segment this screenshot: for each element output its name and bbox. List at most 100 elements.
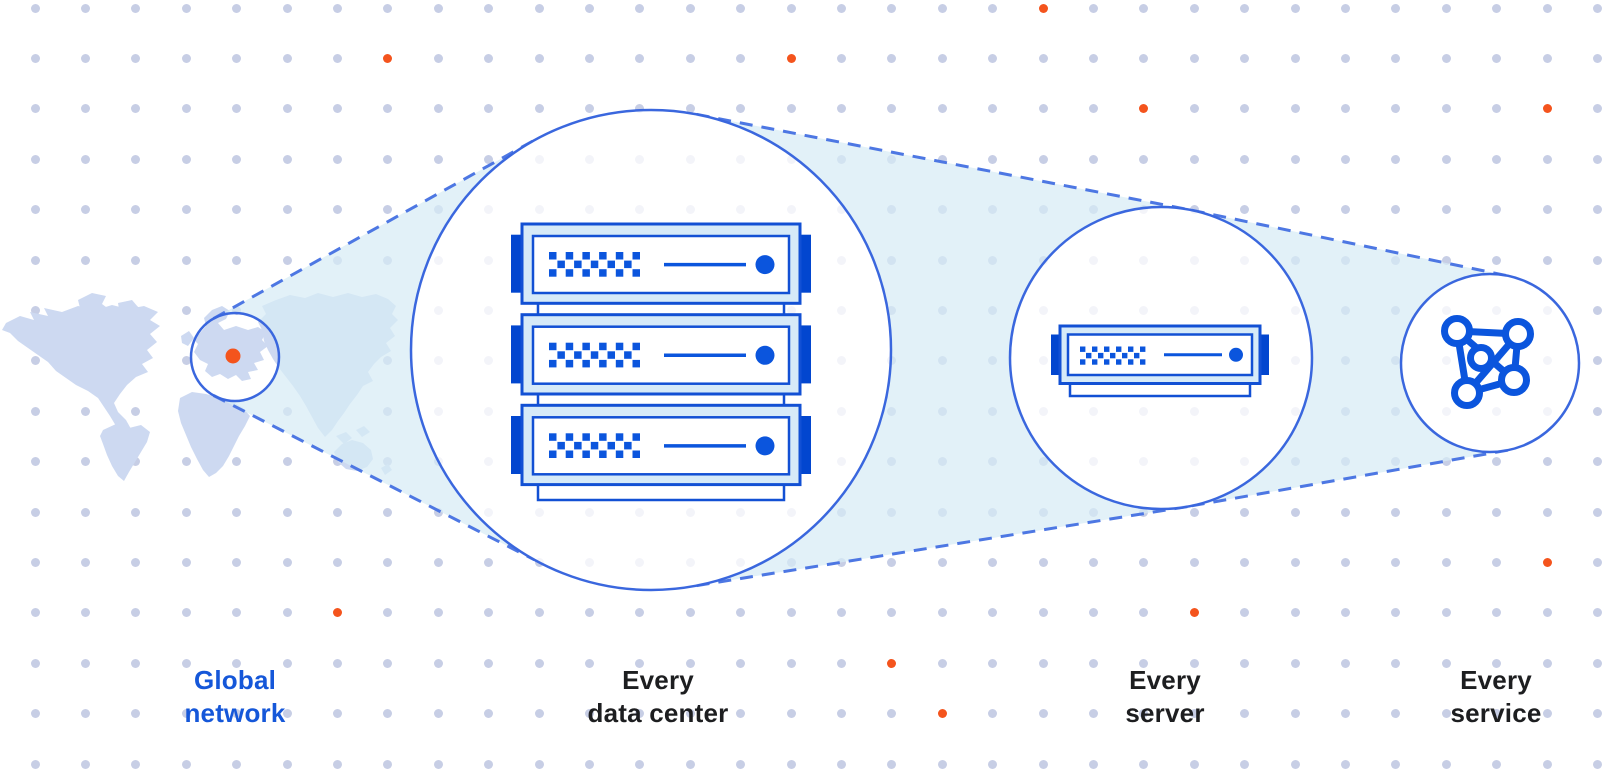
caption-every-service: Every service (1346, 664, 1620, 730)
grid-dot (1492, 658, 1502, 668)
server-led-square (1134, 352, 1140, 359)
server-faceplate (531, 416, 791, 476)
grid-dot (1290, 154, 1300, 164)
grid-dot (1340, 608, 1350, 618)
grid-dot (786, 608, 796, 618)
server-led-square (565, 450, 574, 458)
dashed-zoom-line (696, 112, 1190, 212)
grid-dot (534, 658, 544, 668)
grid-dot (736, 53, 746, 63)
server-led-square (582, 252, 590, 260)
grid-dot (433, 557, 443, 567)
grid-dot (1139, 154, 1149, 164)
grid-dot (80, 658, 90, 668)
grid-dot (1592, 406, 1602, 416)
server-led-square (549, 450, 557, 458)
server-power-dot (755, 345, 775, 365)
grid-dot (1139, 608, 1149, 618)
grid-dot (1038, 658, 1048, 668)
grid-dot (1441, 507, 1451, 517)
caption-line: Every (1460, 665, 1532, 695)
grid-dot (584, 104, 594, 114)
grid-dot (937, 759, 947, 769)
grid-dot (937, 104, 947, 114)
grid-dot (1088, 557, 1098, 567)
grid-dot (635, 104, 645, 114)
grid-dot (181, 154, 191, 164)
server-led-square (624, 260, 632, 269)
grid-dot (1240, 658, 1250, 668)
grid-dot (1391, 104, 1401, 114)
grid-dot (30, 205, 40, 215)
grid-dot (383, 608, 393, 618)
orange-accent-dot (1542, 557, 1552, 567)
grid-dot (1189, 53, 1199, 63)
grid-dot (30, 759, 40, 769)
server-power-dot (755, 255, 775, 275)
grid-dot (685, 53, 695, 63)
grid-dot (1038, 557, 1048, 567)
grid-dot (1542, 457, 1552, 467)
grid-dot (1492, 205, 1502, 215)
grid-dot (1290, 507, 1300, 517)
server-led-square (1116, 346, 1122, 352)
server-led-square (632, 450, 640, 458)
grid-dot (836, 608, 846, 618)
server-rack-illustration (511, 222, 811, 502)
grid-dot (988, 154, 998, 164)
grid-dot (635, 4, 645, 13)
grid-dot (1592, 154, 1602, 164)
grid-dot (282, 507, 292, 517)
caption-line: server (1125, 698, 1205, 728)
server-led-square (1080, 359, 1086, 365)
grid-dot (1441, 557, 1451, 567)
grid-dot (1240, 104, 1250, 114)
grid-dot (736, 709, 746, 719)
grid-dot (988, 759, 998, 769)
grid-dot (534, 53, 544, 63)
grid-dot (131, 457, 141, 467)
server-led-square (615, 269, 624, 277)
grid-dot (786, 104, 796, 114)
server-led-square (1086, 352, 1092, 359)
grid-dot (988, 658, 998, 668)
grid-dot (1441, 457, 1451, 467)
grid-dot (1492, 709, 1502, 719)
grid-dot (1340, 53, 1350, 63)
grid-dot (1088, 709, 1098, 719)
grid-dot (836, 658, 846, 668)
network-mesh-icon (1441, 315, 1534, 409)
caption-line: Every (1129, 665, 1201, 695)
grid-dot (1391, 759, 1401, 769)
grid-dot (484, 104, 494, 114)
grid-dot (1088, 608, 1098, 618)
grid-dot (1542, 53, 1552, 63)
grid-dot (1240, 759, 1250, 769)
grid-dot (1542, 507, 1552, 517)
grid-dot (131, 255, 141, 265)
grid-dot (887, 53, 897, 63)
grid-dot (30, 557, 40, 567)
server-unit (511, 313, 811, 396)
server-led-square (615, 252, 624, 260)
grid-dot (937, 154, 947, 164)
grid-dot (736, 658, 746, 668)
orange-accent-dot (332, 608, 342, 618)
orange-accent-dot (1038, 4, 1048, 13)
caption-line: Every (622, 665, 694, 695)
grid-dot (131, 557, 141, 567)
grid-dot (1139, 53, 1149, 63)
grid-dot (232, 255, 242, 265)
server-led-square (632, 342, 640, 351)
grid-dot (1542, 759, 1552, 769)
grid-dot (1340, 709, 1350, 719)
grid-dot (30, 658, 40, 668)
mesh-node (1441, 315, 1473, 347)
grid-dot (383, 104, 393, 114)
server-led-square (1128, 359, 1134, 365)
grid-dot (282, 658, 292, 668)
grid-dot (1592, 4, 1602, 13)
grid-dot (1542, 709, 1552, 719)
grid-dot (1391, 658, 1401, 668)
grid-dot (1340, 205, 1350, 215)
